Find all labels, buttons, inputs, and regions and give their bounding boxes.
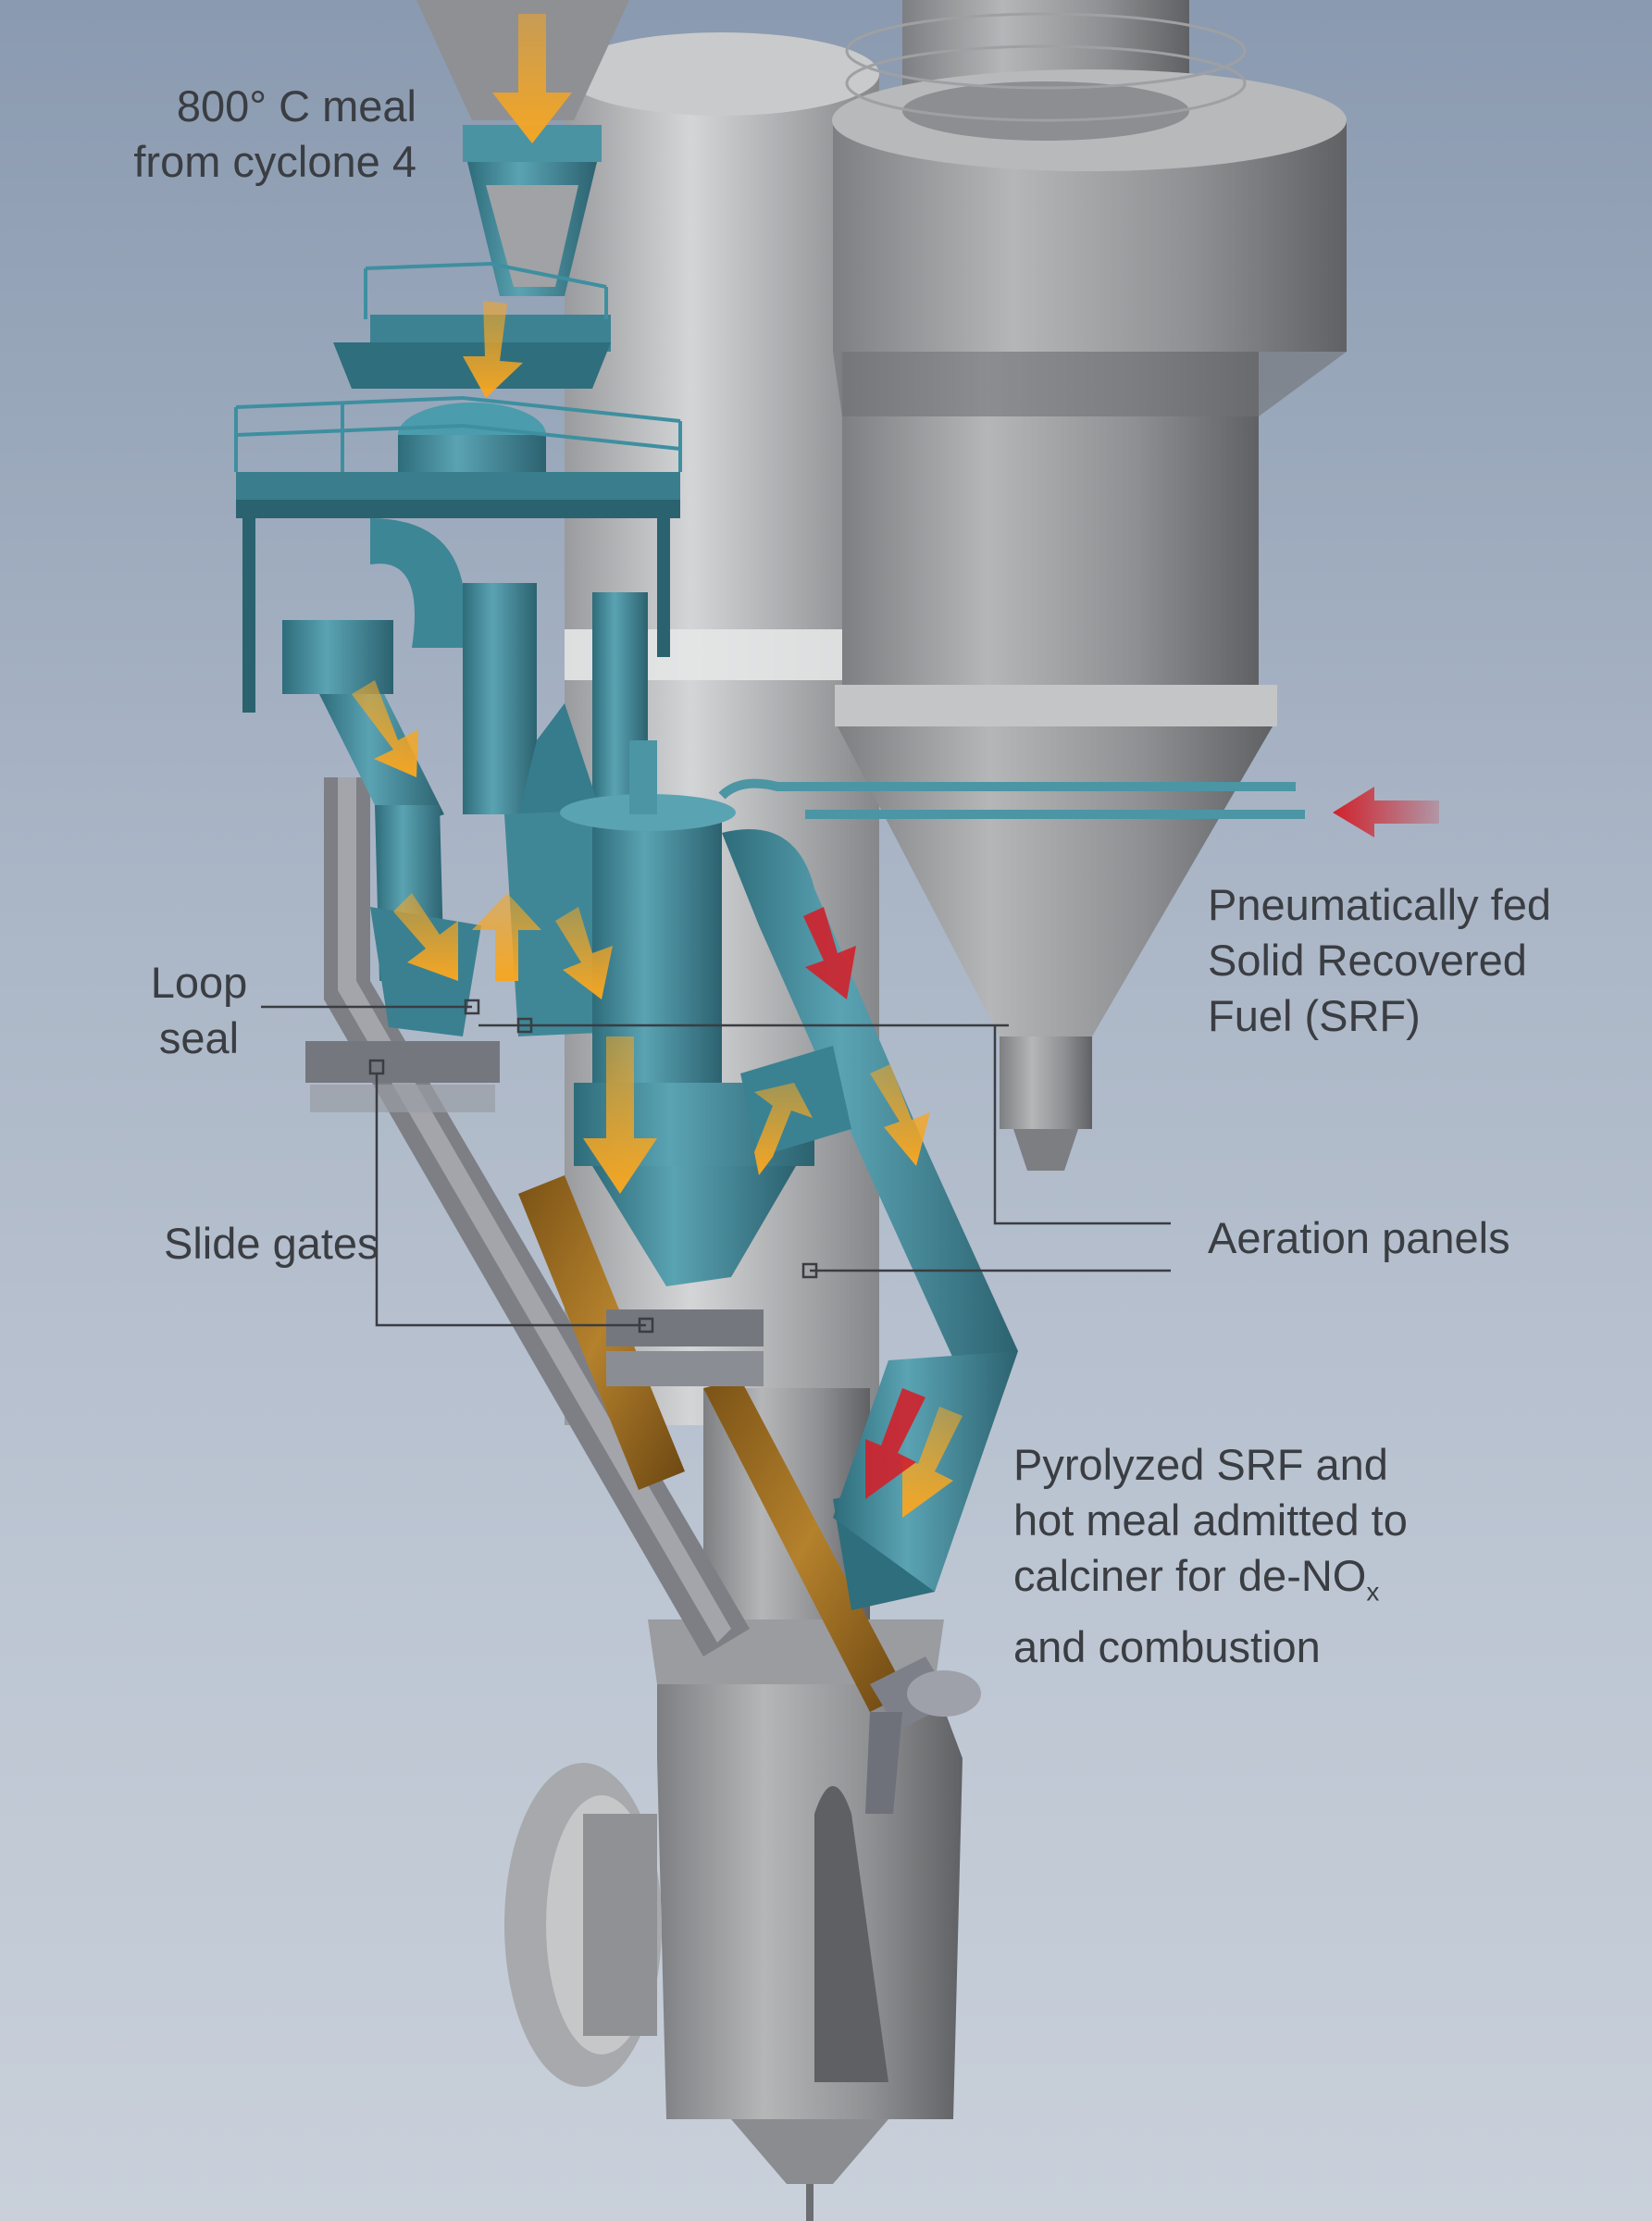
label-slide-gates: Slide gates [164, 1219, 379, 1268]
arrow-meal-up-2 [754, 1083, 813, 1175]
label-meal-source-line1: 800° C meal [176, 81, 416, 130]
label-aeration-panels: Aeration panels [1208, 1213, 1510, 1262]
aeration-marker [801, 1262, 818, 1279]
arrow-fuel-inlet [1333, 787, 1439, 838]
brown-pipes [518, 1175, 907, 1712]
label-calciner-admit: Pyrolyzed SRF and hot meal admitted to c… [1013, 1437, 1408, 1675]
arrow-meal-2 [463, 301, 523, 398]
label-calciner-admit-line1: Pyrolyzed SRF and [1013, 1440, 1388, 1489]
label-meal-source: 800° C meal from cyclone 4 [56, 79, 416, 190]
arrow-meal-5 [555, 907, 613, 999]
arrow-meal-8 [902, 1407, 963, 1518]
teal-equipment [234, 0, 1305, 1610]
grey-downcomer [324, 777, 750, 1656]
slide-gates-shapes [305, 1041, 764, 1386]
label-calciner-admit-line3: calciner for de-NOx [1013, 1548, 1408, 1619]
arrow-meal-7 [870, 1064, 930, 1166]
lower-feed-pipe [865, 1656, 981, 1814]
label-loop-seal-line1: Loop [150, 958, 248, 1007]
preheater-cyclone [832, 0, 1347, 1171]
label-srf-feed-line3: Fuel (SRF) [1208, 991, 1421, 1040]
aeration-leader-1 [993, 1025, 1171, 1225]
fuel-arrows [803, 787, 1439, 1499]
label-srf-feed-line1: Pneumatically fed [1208, 880, 1551, 929]
label-calciner-admit-line2: hot meal admitted to [1013, 1495, 1408, 1545]
arrow-fuel-2 [865, 1388, 925, 1499]
label-srf-feed-line2: Solid Recovered [1208, 936, 1527, 985]
arrow-meal-4 [393, 893, 458, 981]
slide-gates-leader [375, 1073, 646, 1327]
label-loop-seal-line2: seal [158, 1013, 240, 1062]
arrow-meal-up-1 [472, 893, 541, 981]
leader-lines [261, 999, 1171, 1334]
label-srf-feed: Pneumatically fed Solid Recovered Fuel (… [1208, 877, 1551, 1044]
kiln-hood [504, 1763, 662, 2087]
arrow-meal-3 [352, 680, 418, 777]
arrow-fuel-1 [803, 907, 856, 999]
label-calciner-admit-subscript: x [1366, 1577, 1380, 1607]
slide-gate-marker-2 [638, 1317, 654, 1334]
arrow-meal-6 [583, 1036, 657, 1194]
label-meal-source-line2: from cyclone 4 [133, 137, 416, 186]
label-loop-seal: Loop seal [130, 955, 268, 1066]
loop-seal-marker-2 [516, 1017, 533, 1034]
meal-arrows [352, 14, 963, 1518]
label-calciner-admit-line3-main: calciner for de-NO [1013, 1551, 1367, 1600]
loop-seal-marker-1 [464, 999, 480, 1015]
label-calciner-admit-line4: and combustion [1013, 1622, 1321, 1672]
arrow-meal-1 [492, 14, 572, 143]
